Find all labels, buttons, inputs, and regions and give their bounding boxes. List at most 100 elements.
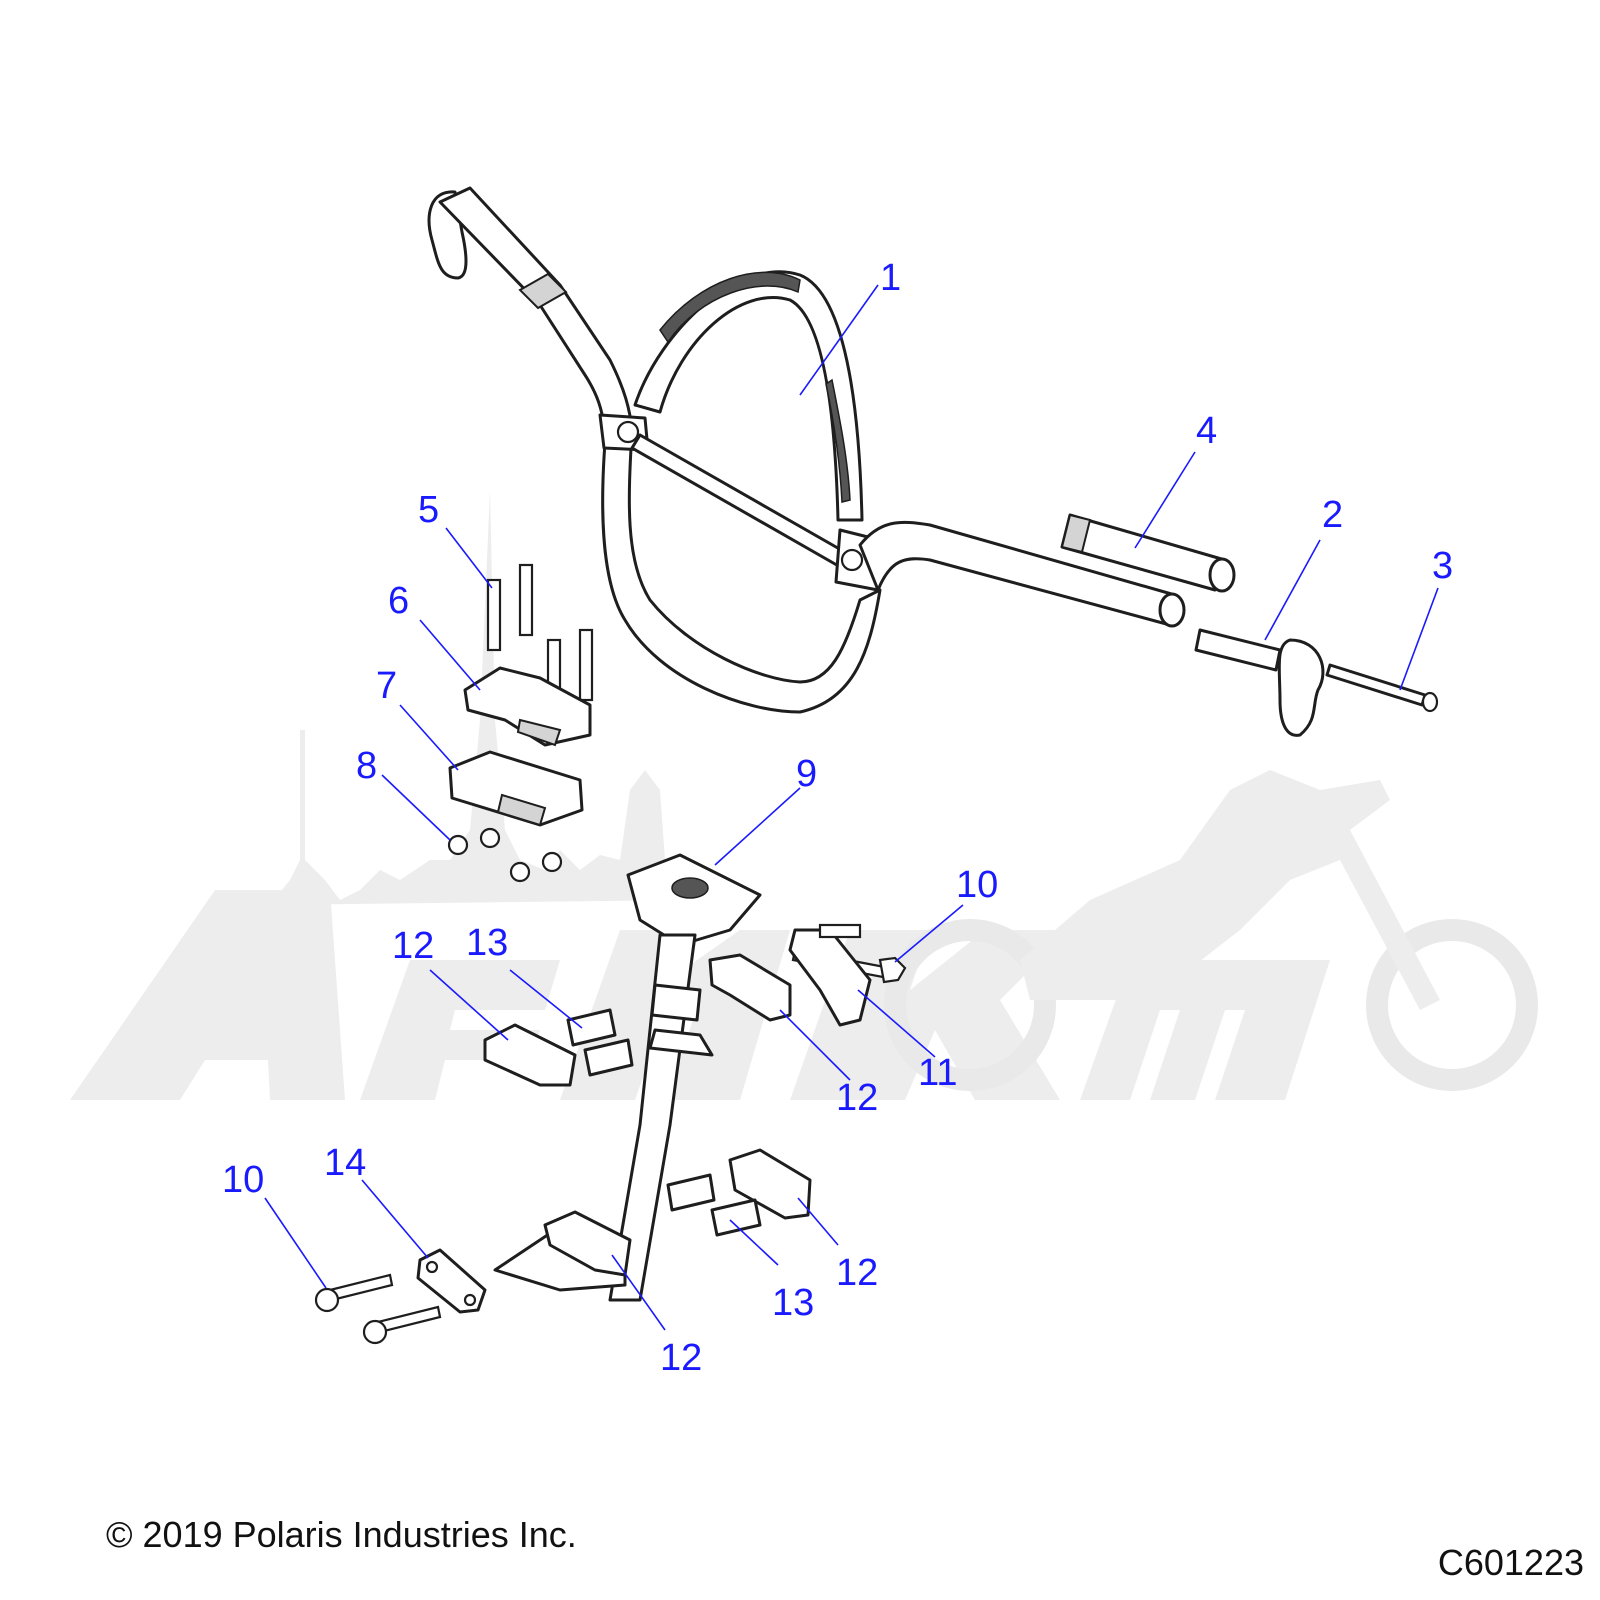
clamp-bolt-1 [486, 578, 502, 652]
leader-9 [714, 787, 801, 866]
callout-12d: 12 [836, 1252, 878, 1294]
clamp-half-upper-left [483, 1023, 577, 1087]
mount-plate-bolt [818, 923, 862, 939]
clamp-nuts [447, 827, 563, 883]
handlebar-left-knurl [518, 272, 568, 310]
leader-5 [445, 527, 493, 589]
handlebar-right-end [1158, 592, 1186, 628]
callout-14: 14 [324, 1142, 366, 1184]
end-bolt [1325, 663, 1439, 713]
bracket-bolt-lower-2-head [362, 1319, 388, 1345]
spacer-1 [566, 1008, 617, 1047]
leader-6 [419, 619, 481, 691]
watermark-logo [70, 490, 1538, 1100]
callout-11: 11 [918, 1052, 957, 1094]
steering-post-plate [626, 853, 762, 947]
steering-post-collar [650, 983, 702, 1022]
callout-12b: 12 [836, 1077, 878, 1119]
watermark-wheel-rear [884, 919, 1056, 1091]
leader-12d [797, 1197, 839, 1246]
link-plate-hole-2 [463, 1293, 477, 1307]
spacer-4 [710, 1198, 762, 1237]
end-insert-cap [1277, 638, 1325, 737]
copyright-notice: © 2019 Polaris Industries Inc. [106, 1514, 577, 1555]
upper-clamp-face [516, 718, 562, 747]
leader-12a [429, 969, 509, 1041]
leader-12c [611, 1254, 666, 1331]
leader-14 [361, 1179, 429, 1259]
watermark-skyline [270, 490, 690, 905]
spacers [566, 1008, 762, 1237]
link-plate-hole-1 [425, 1260, 439, 1274]
link-plate [416, 1248, 487, 1314]
watermark-wheel-front [1366, 919, 1538, 1091]
callout-1: 1 [880, 257, 901, 299]
bracket-bolt-lower-2-shaft [376, 1305, 442, 1334]
callout-2: 2 [1322, 494, 1343, 536]
lower-clamp-body [448, 750, 584, 827]
clamp-nut-4 [541, 851, 563, 873]
callout-4: 4 [1196, 410, 1217, 452]
callout-6: 6 [388, 580, 409, 622]
callout-7: 7 [376, 665, 397, 707]
bracket-bolts-lower [314, 1273, 442, 1345]
handlebar-left-drop [601, 428, 882, 714]
clamp-bolt-4 [578, 628, 594, 702]
clamp-nut-3 [509, 861, 531, 883]
steering-post [493, 853, 762, 1302]
callout-12a: 12 [392, 925, 434, 967]
callout-13a: 13 [466, 922, 508, 964]
drawing-number: C601223 [1437, 1542, 1584, 1583]
leader-1 [799, 284, 879, 396]
callout-5: 5 [418, 489, 439, 531]
callout-labels: 1 2 3 4 5 6 7 8 9 10 11 12 13 12 10 14 1… [222, 257, 1453, 1379]
handlebar-cable-wrap-pattern-2 [825, 378, 851, 503]
grip [1060, 513, 1236, 593]
leader-4 [1134, 451, 1196, 549]
bracket-bolt-lower-1-shaft [328, 1273, 394, 1302]
clamp-nut-2 [479, 827, 501, 849]
leader-13b [729, 1219, 779, 1266]
clamp-nut-1 [447, 834, 469, 856]
spacer-3 [666, 1173, 716, 1212]
end-bolt-head [1421, 691, 1439, 713]
clamp-half-upper-right [708, 953, 792, 1022]
leader-13a [509, 969, 583, 1029]
steering-post-plate-hole [671, 877, 709, 899]
leader-10b [264, 1197, 327, 1289]
handlebar-cable-wrap-pattern [659, 271, 801, 344]
callout-10b: 10 [222, 1159, 264, 1201]
callout-10a: 10 [956, 864, 998, 906]
end-insert-assembly [1194, 628, 1325, 737]
clamp-bolt-2 [518, 563, 534, 637]
grip-knurl [1060, 513, 1092, 554]
mount-plate-body [788, 928, 872, 1027]
bracket-bolt-lower-1-head [314, 1287, 340, 1313]
bracket-bolt-upper-head [878, 956, 907, 984]
clamp-half-lower-right [728, 1148, 812, 1220]
handlebar-bolt-center [840, 548, 864, 572]
leader-10a [894, 904, 964, 963]
steering-post-tube [608, 933, 697, 1302]
handlebar-bolt-left [616, 420, 640, 444]
steering-post-lower-clamp [543, 1210, 632, 1277]
watermark-bike-body [1020, 770, 1440, 1010]
leader-2 [1264, 539, 1321, 641]
end-insert-shaft [1194, 628, 1282, 672]
steering-post-tab [648, 1028, 714, 1057]
callout-3: 3 [1432, 545, 1453, 587]
leader-3 [1399, 587, 1439, 691]
leader-lines [264, 284, 1439, 1331]
callout-8: 8 [356, 745, 377, 787]
lower-clamp [448, 750, 584, 827]
callout-12c: 12 [660, 1337, 702, 1379]
grip-end [1208, 557, 1236, 593]
upper-clamp [463, 666, 592, 747]
end-bolt-shaft [1325, 663, 1427, 707]
leader-8 [381, 774, 451, 841]
handlebar-cross-brace [630, 433, 852, 570]
handlebar-left-upper-tube [438, 186, 634, 432]
leader-12b [779, 1009, 851, 1081]
